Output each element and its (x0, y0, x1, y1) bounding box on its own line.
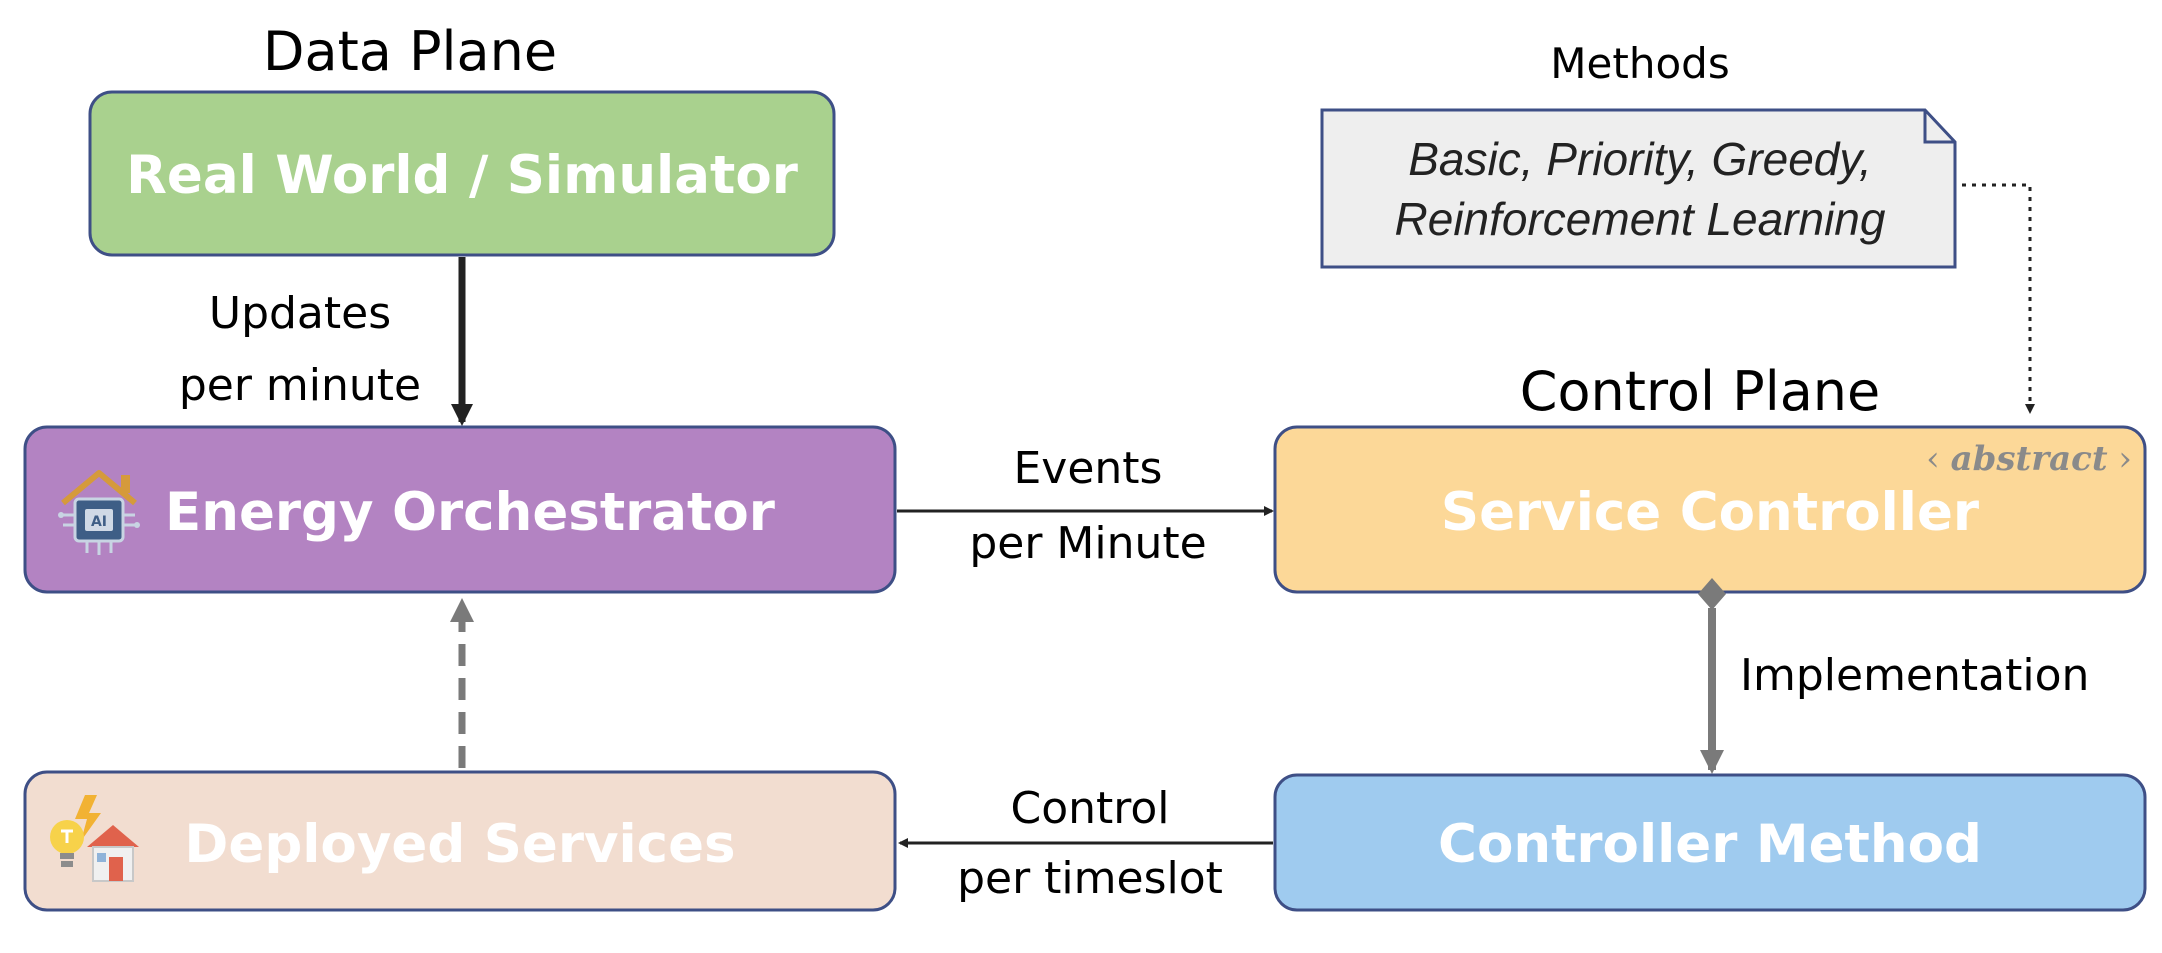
controller-method-label: Controller Method (1438, 814, 1982, 875)
implementation-connector (1698, 578, 1726, 774)
deployed-services-box: Deployed Services (23, 770, 897, 912)
real-world-simulator-box: Real World / Simulator (88, 90, 836, 257)
events-label-line-2: per Minute (969, 518, 1206, 569)
abstract-stereotype: ‹ abstract › (1926, 439, 2132, 479)
controller-method-box: Controller Method (1273, 773, 2147, 912)
service-controller-box: ‹ abstract › Service Controller (1273, 425, 2147, 594)
events-label-line-1: Events (1014, 443, 1163, 494)
energy-orchestrator-label: Energy Orchestrator (165, 482, 775, 543)
methods-note: Basic, Priority, Greedy, Reinforcement L… (1320, 108, 1957, 269)
bulb-house-lightning-icon (50, 795, 139, 882)
abstract-stereotype-text: abstract (1951, 439, 2108, 479)
data-plane-label: Data Plane (263, 20, 557, 83)
methods-line-2: Reinforcement Learning (1395, 193, 1886, 245)
updates-label-line-1: Updates (209, 288, 391, 339)
ai-chip-house-icon: AI (58, 470, 140, 555)
real-world-simulator-label: Real World / Simulator (126, 145, 798, 206)
service-controller-label: Service Controller (1441, 482, 1979, 543)
energy-orchestrator-box: AI Energy Orchestrator (23, 425, 897, 594)
diamond-icon (1698, 578, 1726, 610)
implementation-label: Implementation (1740, 650, 2089, 701)
control-label-line-1: Control (1010, 783, 1169, 834)
methods-line-1: Basic, Priority, Greedy, (1408, 133, 1872, 185)
svg-text:AI: AI (91, 514, 107, 530)
updates-label-line-2: per minute (179, 360, 421, 411)
control-plane-label: Control Plane (1520, 360, 1880, 423)
methods-title: Methods (1550, 39, 1729, 88)
deployed-services-label: Deployed Services (184, 814, 735, 875)
control-label-line-2: per timeslot (957, 853, 1223, 904)
methods-to-controller-connector (1962, 183, 2035, 414)
